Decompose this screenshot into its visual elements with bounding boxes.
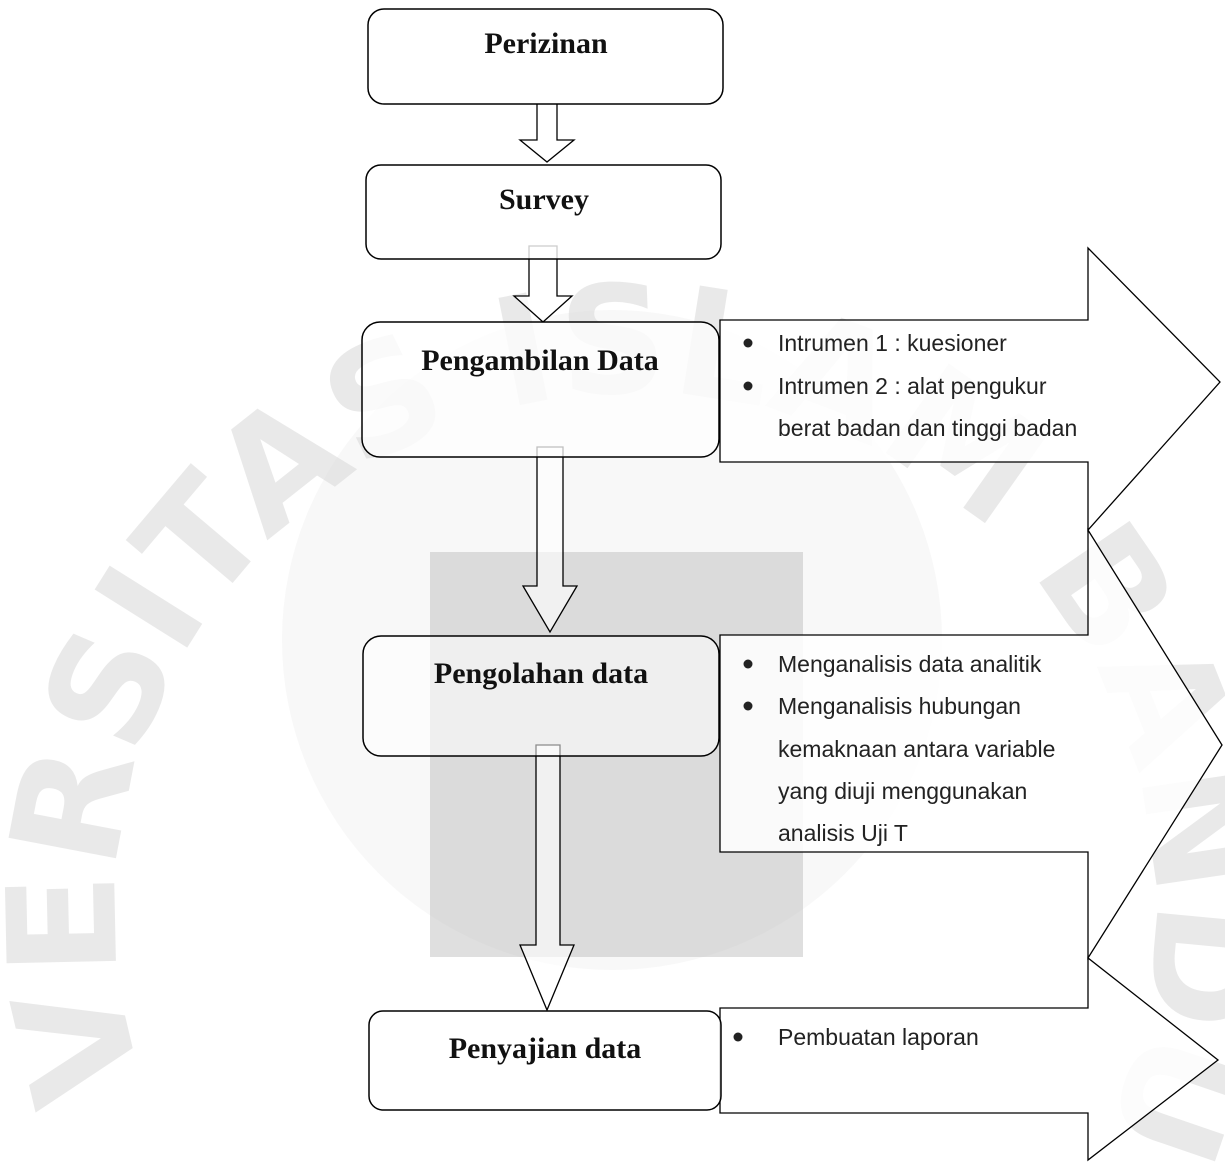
detail-line: Menganalisis data analitik: [778, 651, 1042, 677]
step-pengambilan-data: Pengambilan Data: [361, 321, 720, 458]
detail-arrow-3: [719, 956, 1220, 1162]
step-pengolahan-data: Pengolahan data: [362, 635, 720, 757]
step-label: Pengolahan data: [434, 657, 648, 690]
bullet-dot: [743, 659, 753, 669]
step-label: Perizinan: [484, 27, 608, 60]
details-pengolahan-data: Menganalisis data analitik Menganalisis …: [743, 651, 1055, 846]
detail-line: Pembuatan laporan: [778, 1024, 979, 1050]
bullet-dot: [743, 338, 753, 348]
step-label: Survey: [499, 183, 589, 216]
bullet-dot: [743, 701, 753, 711]
bullet-dot: [733, 1032, 743, 1042]
detail-line: kemaknaan antara variable: [778, 736, 1055, 762]
step-label: Penyajian data: [449, 1032, 642, 1065]
details-pengambilan-data: Intrumen 1 : kuesioner Intrumen 2 : alat…: [743, 330, 1077, 441]
detail-line: Intrumen 1 : kuesioner: [778, 330, 1007, 356]
flow-arrow-4: [519, 744, 575, 1012]
step-perizinan: Perizinan: [367, 8, 724, 105]
detail-line: Menganalisis hubungan: [778, 693, 1021, 719]
detail-arrow-2: [719, 527, 1223, 961]
details-penyajian-data: Pembuatan laporan: [733, 1024, 979, 1050]
step-label: Pengambilan Data: [421, 344, 659, 377]
detail-line: yang diuji menggunakan: [778, 778, 1027, 804]
flow-arrow-3: [521, 446, 579, 634]
bullet-dot: [743, 381, 753, 391]
step-penyajian-data: Penyajian data: [368, 1010, 722, 1111]
detail-line: berat badan dan tinggi badan: [778, 415, 1077, 441]
detail-line: analisis Uji T: [778, 820, 908, 846]
step-survey: Survey: [365, 164, 722, 260]
detail-arrow-1: [719, 246, 1221, 532]
detail-line: Intrumen 2 : alat pengukur: [778, 373, 1047, 399]
